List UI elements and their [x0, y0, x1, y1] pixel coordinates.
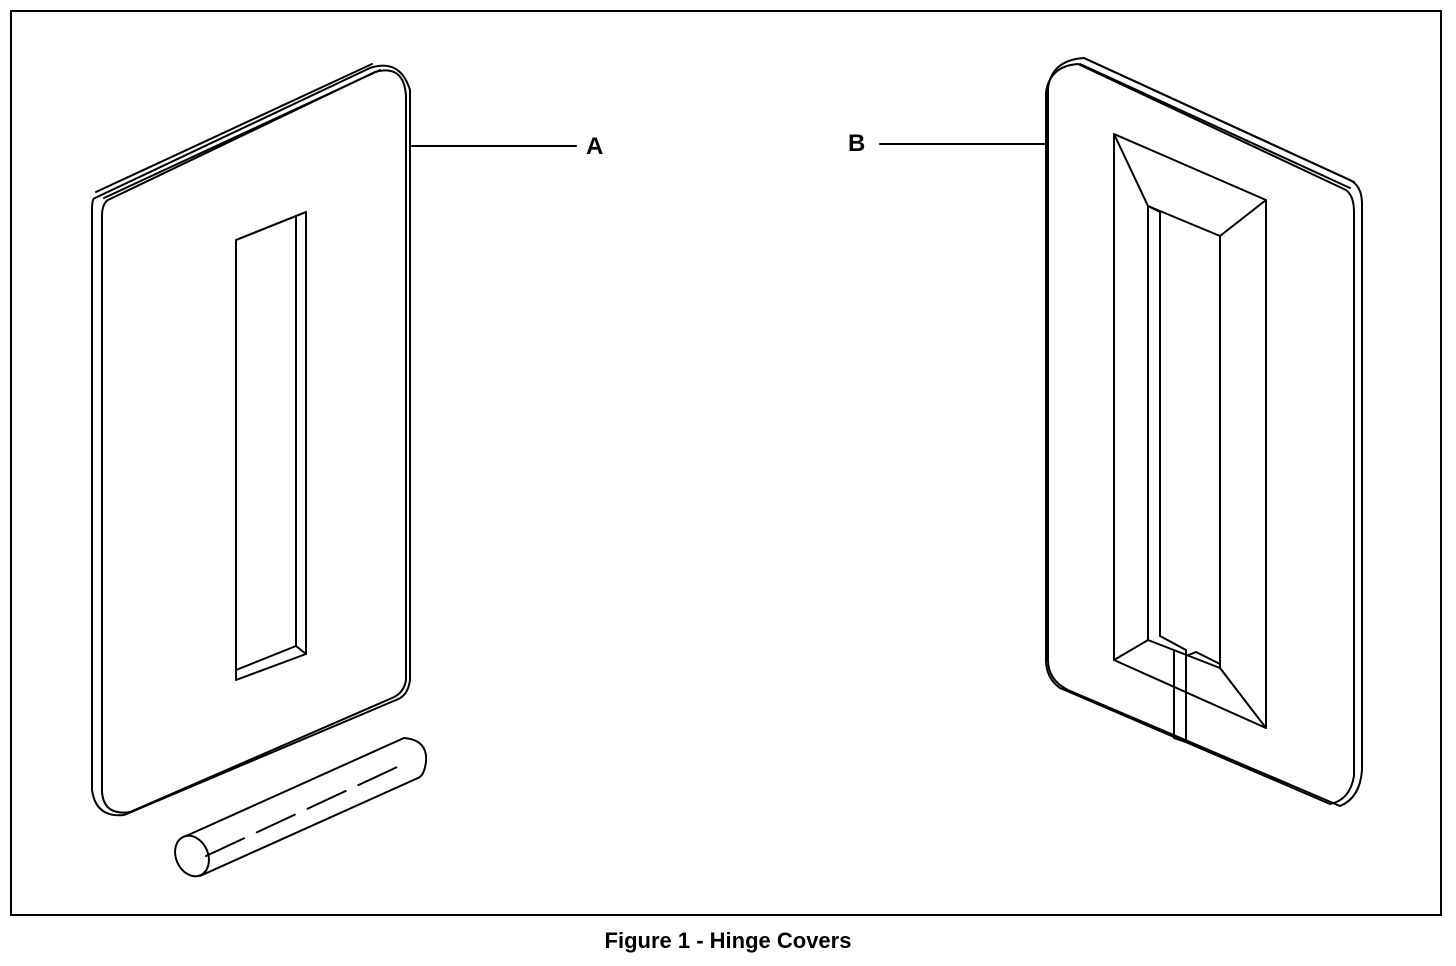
cover-b-bevel-bl	[1113, 639, 1149, 661]
figure-caption: Figure 1 - Hinge Covers	[604, 928, 852, 953]
hinge-pin-end-far	[403, 737, 428, 779]
cover-b-back-edge	[1047, 57, 1363, 807]
cover-b-bevel-br	[1219, 667, 1267, 729]
hinge-cover-a	[91, 63, 428, 878]
cover-a-slot-bevel-1	[295, 645, 307, 655]
hinge-pin-body	[185, 737, 419, 877]
cover-a-top-edge-2	[103, 69, 381, 199]
cover-a-top-edge-1	[95, 63, 373, 193]
cover-b-notch	[1173, 649, 1187, 743]
figure-frame	[10, 10, 1442, 916]
cover-b-opening-inner	[1147, 205, 1221, 669]
cover-a-slot-inner	[235, 215, 297, 671]
cover-b-notch-top	[1159, 635, 1187, 651]
cover-a-back-edge	[91, 64, 411, 817]
cover-b-inner-groove-2	[1147, 205, 1161, 213]
hinge-pin-end-near	[174, 834, 210, 878]
hinge-cover-b	[1045, 57, 1363, 807]
cover-b-bevel-tl	[1113, 133, 1149, 207]
cover-b-notch-right	[1185, 651, 1221, 665]
callout-label-a: A	[586, 133, 604, 160]
cover-a-front-face	[101, 69, 407, 814]
callout-label-b: B	[848, 130, 866, 157]
cover-b-top-edge-2	[1079, 63, 1351, 189]
cover-a-slot-bevel-2	[295, 211, 307, 217]
hinge-pin-centerline	[205, 761, 409, 857]
hinge-pin	[174, 737, 428, 878]
cover-b-front-face	[1045, 63, 1355, 805]
cover-b-top-edge-1	[1083, 57, 1355, 183]
cover-b-bevel-tr	[1219, 199, 1267, 237]
